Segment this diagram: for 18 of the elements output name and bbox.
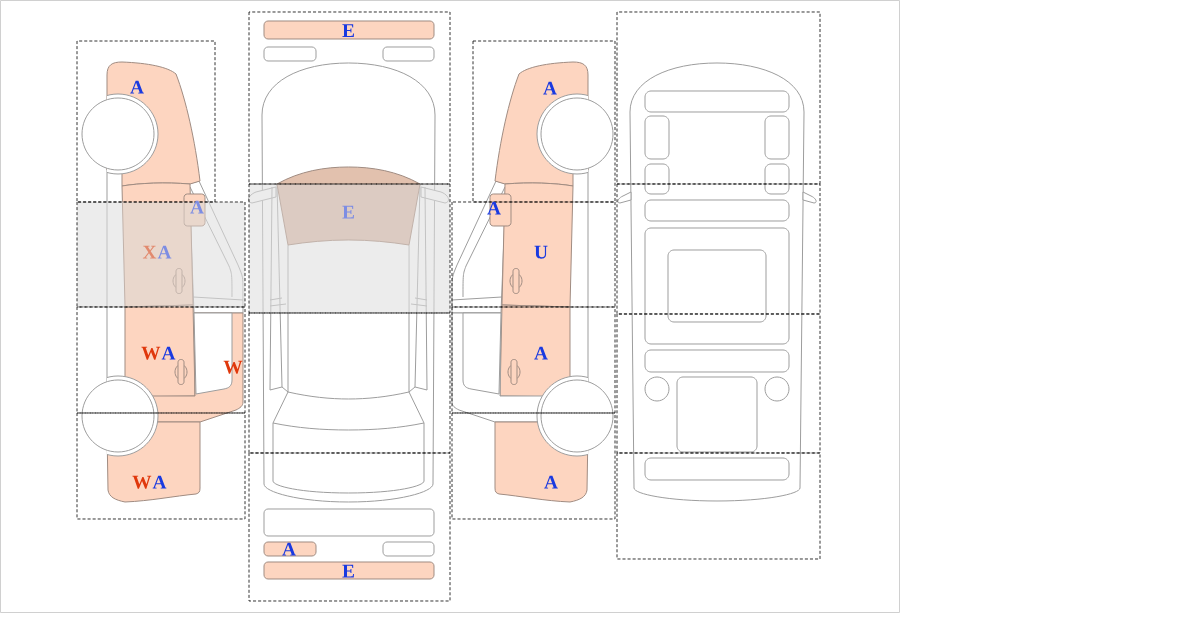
code-letter: U [534,245,548,259]
code-letter: A [487,201,501,215]
code-letter: A [190,200,204,214]
code-letter: X [142,245,157,259]
code-letter: E [342,205,354,219]
code-letter: A [130,80,144,94]
code-letter: E [342,24,354,37]
code-letter: A [161,346,176,360]
code-letter: W [132,475,152,489]
code-letter: A [282,542,296,556]
code-letter: W [141,346,161,360]
code-letter: E [342,564,354,578]
code-letter: A [152,475,167,489]
code-letter: A [543,81,557,95]
code-letter: A [544,475,558,489]
code-letter: A [157,245,172,259]
code-letter: A [534,346,548,360]
code-letter: W [223,360,243,374]
